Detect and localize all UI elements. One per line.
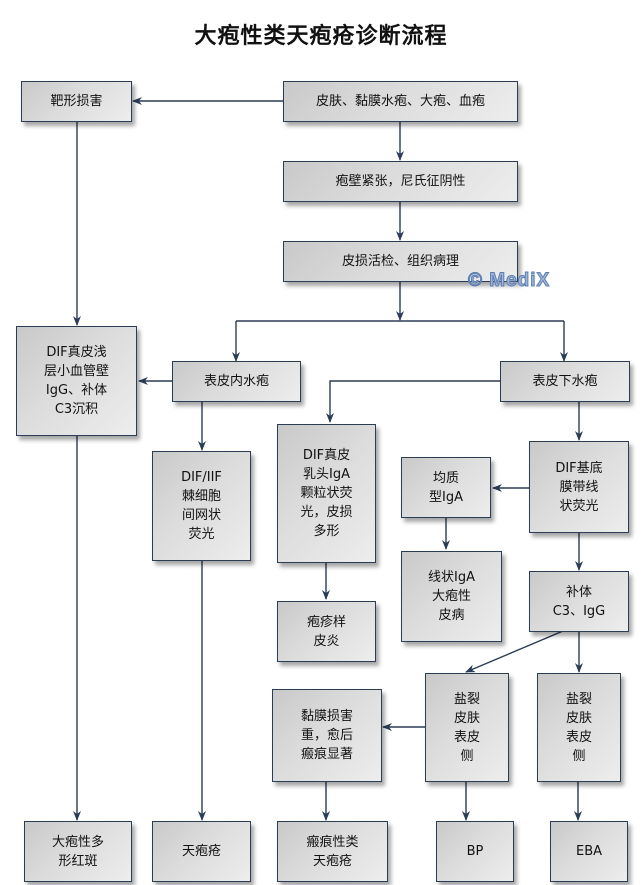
node-dif-superficial-vessels: DIF真皮浅 层小血管壁 IgG、补体 C3沉积 xyxy=(16,326,137,436)
node-intraepidermal-blister: 表皮内水疱 xyxy=(172,361,301,402)
edge-sub-to-papilla xyxy=(326,380,500,423)
node-cicatricial-pemphigoid: 瘢痕性类 天疱疮 xyxy=(277,821,388,882)
node-homogeneous-iga: 均质 型IgA xyxy=(401,457,491,518)
node-dif-dermal-papilla-iga: DIF真皮 乳头IgA 颗粒状荧 光，皮损 多形 xyxy=(277,424,376,563)
node-mucosal-damage-scarring: 黏膜损害 重，愈后 瘢痕显著 xyxy=(272,689,382,782)
node-salt-split-1: 盐裂 皮肤 表皮 侧 xyxy=(425,673,509,782)
node-bp: BP xyxy=(436,821,514,882)
node-salt-split-2: 盐裂 皮肤 表皮 侧 xyxy=(537,673,621,782)
node-biopsy: 皮损活检、组织病理 xyxy=(283,241,518,282)
node-tense-blister: 疱壁紧张，尼氏征阴性 xyxy=(283,161,518,202)
node-eba: EBA xyxy=(550,821,628,882)
node-pemphigus: 天疱疮 xyxy=(152,821,251,882)
node-erythema-multiforme: 大疱性多 形红斑 xyxy=(24,821,132,882)
node-subepidermal-blister: 表皮下水疱 xyxy=(500,361,630,402)
node-linear-iga-dermatosis: 线状IgA 大疱性 皮病 xyxy=(401,551,502,642)
node-dif-bmz-linear: DIF基底 膜带线 状荧光 xyxy=(529,441,629,533)
node-skin-mucosa-blisters: 皮肤、黏膜水疱、大疱、血疱 xyxy=(283,81,518,122)
watermark: © MediX xyxy=(467,270,551,292)
node-complement-c3-igg: 补体 C3、IgG xyxy=(529,571,629,632)
diagram-title: 大疱性类天疱疮诊断流程 xyxy=(194,24,448,49)
node-target-lesion: 靶形损害 xyxy=(21,81,132,122)
node-dermatitis-herpetiformis: 疱疹样 皮炎 xyxy=(277,601,376,662)
node-dif-iif-intercellular: DIF/IIF 棘细胞 间网状 荧光 xyxy=(152,451,251,561)
